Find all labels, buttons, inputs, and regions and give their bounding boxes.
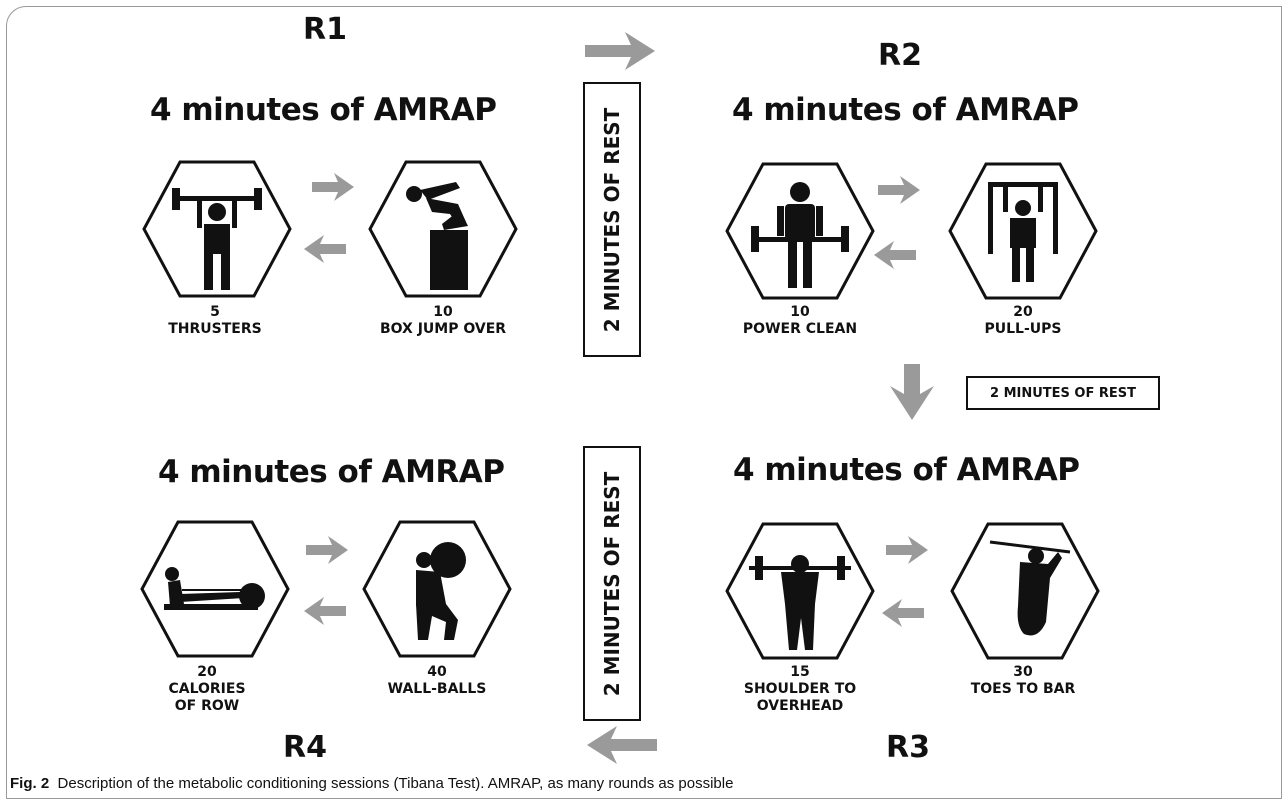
arrow-left-big-bottom bbox=[587, 726, 657, 764]
box-jump-icon bbox=[368, 160, 518, 298]
wall-ball-icon bbox=[362, 520, 512, 658]
arrow-right-small-r3 bbox=[886, 536, 928, 564]
amrap-title-r4: 4 minutes of AMRAP bbox=[158, 454, 505, 490]
round-label-r2: R2 bbox=[878, 38, 922, 73]
thrusters-icon bbox=[142, 160, 292, 298]
arrow-down bbox=[890, 364, 934, 420]
rest-box-bottom: 2 MINUTES OF REST bbox=[583, 446, 641, 721]
figure-number: Fig. 2 bbox=[10, 775, 50, 792]
arrow-left-small-r1 bbox=[304, 235, 346, 263]
rowing-icon bbox=[140, 520, 290, 658]
amrap-title-r1: 4 minutes of AMRAP bbox=[150, 92, 497, 128]
figure-caption: Fig. 2 Description of the metabolic cond… bbox=[10, 775, 733, 792]
toes-to-bar-icon bbox=[950, 522, 1100, 660]
arrow-right-big-top bbox=[585, 32, 655, 70]
arrow-right-small-r4 bbox=[306, 536, 348, 564]
amrap-title-r2: 4 minutes of AMRAP bbox=[732, 92, 1079, 128]
round-label-r4: R4 bbox=[283, 730, 327, 765]
pull-up-icon bbox=[948, 162, 1098, 300]
rest-box-right: 2 MINUTES OF REST bbox=[966, 376, 1160, 410]
figure-frame bbox=[6, 6, 1282, 799]
arrow-right-small-r2 bbox=[878, 176, 920, 204]
arrow-left-small-r2 bbox=[874, 241, 916, 269]
power-clean-icon bbox=[725, 162, 875, 300]
rest-box-top: 2 MINUTES OF REST bbox=[583, 82, 641, 357]
shoulder-to-overhead-icon bbox=[725, 522, 875, 660]
round-label-r1: R1 bbox=[303, 12, 347, 47]
arrow-right-small-r1 bbox=[312, 173, 354, 201]
arrow-left-small-r4 bbox=[304, 597, 346, 625]
round-label-r3: R3 bbox=[886, 730, 930, 765]
arrow-left-small-r3 bbox=[882, 599, 924, 627]
amrap-title-r3: 4 minutes of AMRAP bbox=[733, 452, 1080, 488]
caption-text: Description of the metabolic conditionin… bbox=[57, 775, 734, 792]
